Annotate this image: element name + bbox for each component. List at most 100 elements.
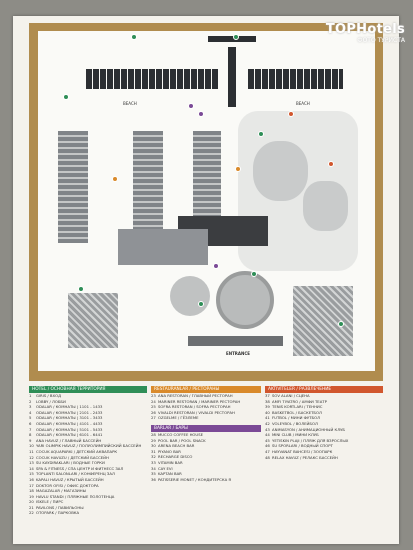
legend-item-label: ARENA BEACH BAR <box>158 443 195 449</box>
marker-restaurant[interactable] <box>112 176 118 182</box>
marker-hotel[interactable] <box>233 34 239 40</box>
legend-item-label: POOL BAR / POOL SNACK <box>158 437 206 443</box>
legend-item-label: MUCCO COFFEE HOUSE <box>158 431 203 437</box>
legend-item-number: 5 <box>29 415 32 421</box>
legend-item-label: DOKTOR OFISI / ОФИС ДОКТОРА <box>36 482 99 488</box>
legend-item-label: TOPLANTI SALONLARI / КОНФЕРЕНЦ ЗАЛ <box>36 471 115 477</box>
legend-item-label: MINI CLUB / МИНИ КЛУБ <box>272 432 319 438</box>
legend-item-number: 27 <box>151 415 156 421</box>
resort-map: BEACH BEACH ENTRANCE <box>38 31 375 371</box>
legend-item-number: 16 <box>29 476 34 482</box>
legend-item-label: HAVLU STANDI / ПЛЯЖНЫЕ ПОЛОТЕНЦА <box>36 493 115 499</box>
legend-item-label: SOV ALANI / СЦЕНА <box>272 393 310 398</box>
legend-item-label: SU SPORLARI / ВОДНЫЙ СПОРТ <box>272 443 333 449</box>
marker-hotel[interactable] <box>338 321 344 327</box>
legend-item-label: ANIMASYON / АНИМАЦИОННЫЙ КЛУБ <box>272 426 345 432</box>
marker-hotel[interactable] <box>63 94 69 100</box>
marker-bar[interactable] <box>198 111 204 117</box>
legend-item-number: 23 <box>151 393 156 398</box>
legend-item-number: 40 <box>265 409 270 415</box>
legend-item-number: 31 <box>151 448 156 454</box>
legend-item-number: 41 <box>265 415 270 421</box>
marker-hotel[interactable] <box>258 131 264 137</box>
legend-item-label: VOLEYBOL / ВОЛЕЙБОЛ <box>272 420 318 426</box>
legend-item-number: 29 <box>151 437 156 443</box>
legend-item-number: 2 <box>29 398 32 404</box>
legend-item-number: 42 <box>265 420 270 426</box>
pier <box>228 47 236 107</box>
legend-item-number: 11 <box>29 448 34 454</box>
hotel-wing <box>118 229 208 265</box>
marker-activity[interactable] <box>328 161 334 167</box>
marker-hotel[interactable] <box>198 301 204 307</box>
legend-item-label: KAPTAN BAR <box>158 471 182 477</box>
legend-item-number: 35 <box>151 471 156 477</box>
legend-item-label: OZGELME / ГЁЗЛЕМЕ <box>158 415 199 421</box>
legend-item-number: 32 <box>151 454 156 460</box>
legend-header-activities: AKTIVITELER / РАЗВЛЕЧЕНИЕ <box>265 386 383 393</box>
marker-activity[interactable] <box>288 111 294 117</box>
legend-item-label: PATISSERIE MONET / КОНДИТЕРСКА Я <box>158 476 232 482</box>
legend-item-label: HAYVANAT BAHCESI / ЗООПАРК <box>272 448 333 454</box>
main-pool <box>253 141 308 201</box>
marker-restaurant[interactable] <box>235 166 241 172</box>
legend-item-label: AMFI TIYATRO / АМФИ ТЕАТР <box>272 398 327 404</box>
legend-item-number: 6 <box>29 420 32 426</box>
legend-item-label: COCUK AQUAPARKI / ДЕТСКИЙ АКВАПАРК <box>36 448 118 454</box>
legend-item-label: SOFRA RESTORAN / SOFRA РЕСТОРАН <box>158 404 231 410</box>
legend-item-number: 39 <box>265 404 270 410</box>
legend-item-number: 37 <box>265 393 270 398</box>
legend-item-number: 18 <box>29 488 34 494</box>
legend-item-label: FUTBOL / МИНИ ФУТБОЛ <box>272 415 320 421</box>
building-block-1 <box>58 131 88 243</box>
legend-item-label: PAVILONS / ПАВИЛЬОНЫ <box>36 504 84 510</box>
marker-bar[interactable] <box>213 263 219 269</box>
legend-item-label: ANA HAVUZ / ГЛАВНЫЙ БАССЕЙН <box>36 437 102 443</box>
marker-hotel[interactable] <box>251 271 257 277</box>
marker-hotel[interactable] <box>131 34 137 40</box>
watermark-subtitle: ФОТО ТУРИСТА <box>357 37 405 44</box>
marker-bar[interactable] <box>188 103 194 109</box>
legend-item-label: CAY EVI <box>158 465 173 471</box>
legend-item-number: 4 <box>29 409 32 415</box>
legend-item-label: ANA RESTORAN / ГЛАВНЫЙ РЕСТОРАН <box>158 393 233 398</box>
legend-item-number: 25 <box>151 404 156 410</box>
beach-label-left: BEACH <box>123 101 137 106</box>
legend-item-number: 8 <box>29 432 32 438</box>
legend-item-number: 34 <box>151 465 156 471</box>
legend-item-label: ODALAR / КОМНАТЫ | 6101 - 6441 <box>36 432 103 438</box>
legend-item-label: MAGAZALAR / МАГАЗИНЫ <box>36 488 86 494</box>
legend-item-number: 13 <box>29 460 34 466</box>
marker-hotel[interactable] <box>78 286 84 292</box>
legend-item-number: 10 <box>29 443 34 449</box>
legend-item-label: SPA & FITNESS / СПА ЦЕНТР И ФИТНЕСС ЗАЛ <box>36 465 124 471</box>
legend-item-label: ODALAR / КОМНАТЫ | 4101 - 4433 <box>36 420 103 426</box>
legend-item-label: RELAX HAVUZ / РЕЛАКС БАССЕЙН <box>272 454 338 460</box>
legend-item-label: COCUK HAVUZU / ДЕТСКИЙ БАССЕЙН <box>36 454 109 460</box>
